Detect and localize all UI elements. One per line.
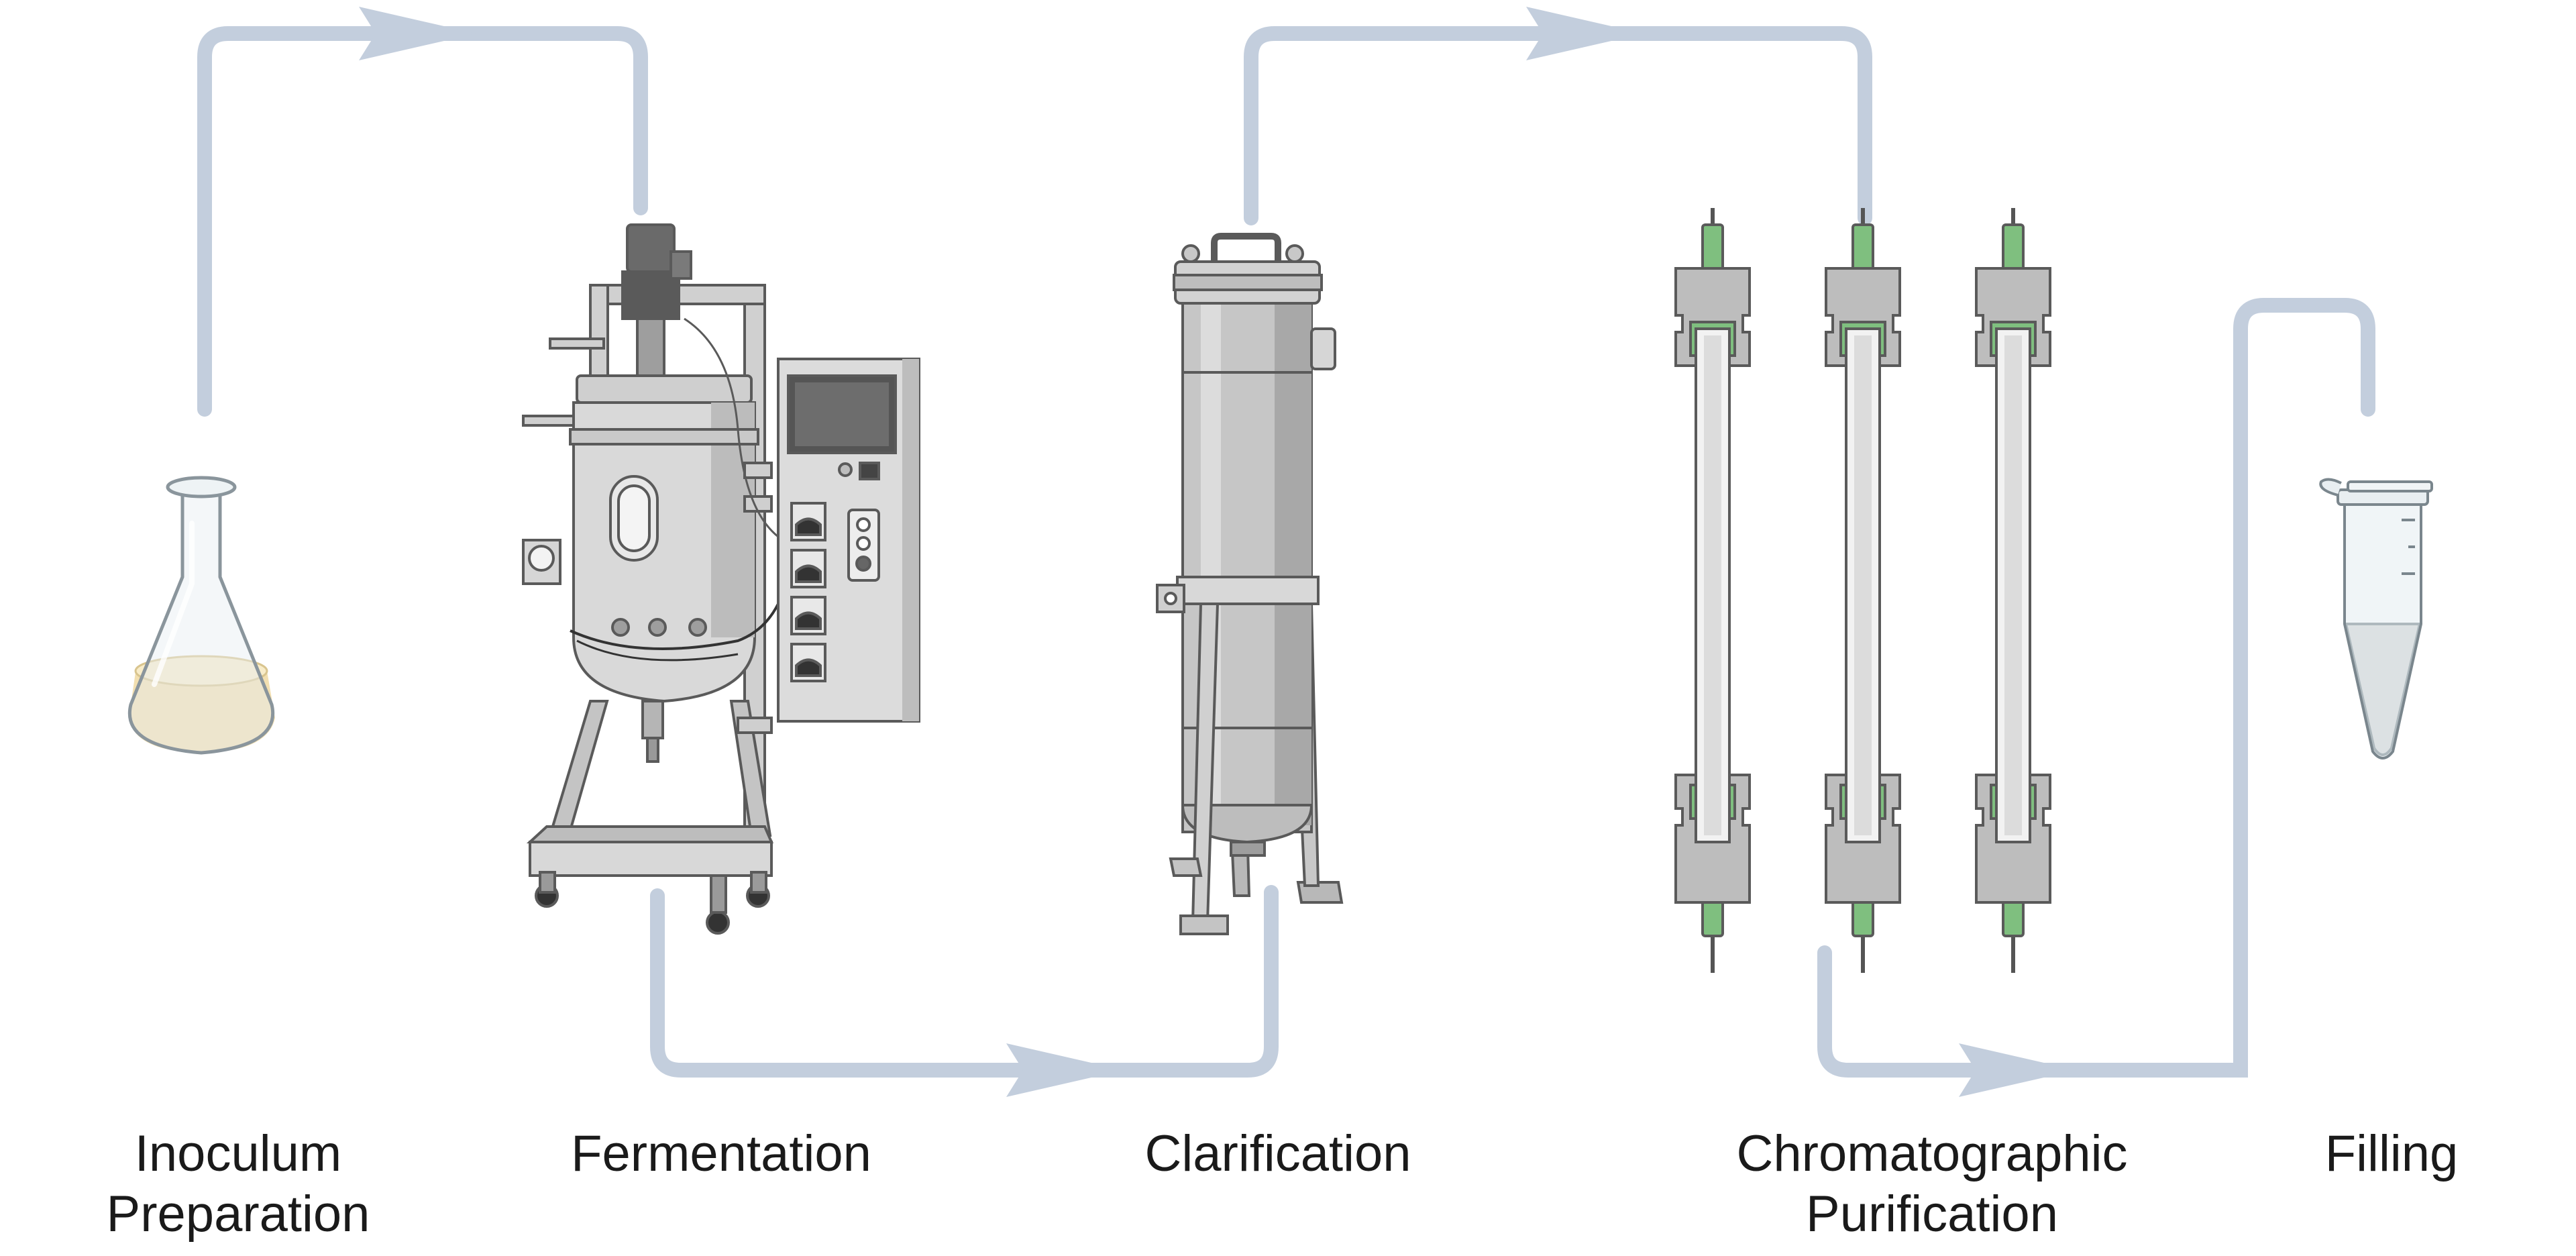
reactor-pump-rotor (795, 611, 822, 630)
filter-bracket (1156, 584, 1185, 613)
reactor-wheel-mount (539, 871, 556, 894)
flask-liquid (129, 662, 275, 753)
column-packing (1854, 335, 1872, 835)
reactor-leg-left (548, 700, 609, 837)
chromatography-column (1825, 208, 1901, 973)
filter-lid-clamp (1173, 274, 1323, 291)
reactor-cables (576, 639, 739, 662)
reactor-control-screen-glass (795, 382, 889, 446)
chromatography-column (1975, 208, 2051, 973)
stage-label-line: Purification (1806, 1186, 2058, 1243)
reactor-control-knob (838, 462, 853, 477)
filter-outlet (1310, 327, 1336, 370)
reactor-wheel-mount (710, 874, 727, 914)
reactor-motor-coupling (636, 317, 665, 377)
reactor-control-button (859, 462, 880, 480)
column-packing (1704, 335, 1721, 835)
flask-rim (166, 476, 237, 499)
arrow-head-2 (1006, 1043, 1124, 1097)
tube-cap (2347, 480, 2433, 492)
filter-leg-foot (1296, 881, 1344, 904)
chromatography-columns-icon (1674, 208, 2051, 973)
reactor-port (688, 618, 707, 637)
reactor-tray-inner (526, 825, 774, 843)
reactor-pipe (743, 495, 773, 513)
arrow-head-3 (1526, 7, 1644, 60)
arrow-path-4 (1817, 298, 2375, 1078)
reactor-leg-right (729, 700, 772, 837)
filter-drain (1230, 841, 1266, 857)
filter-handle (1211, 233, 1281, 262)
stage-label-line: Chromatographic (1736, 1125, 2128, 1182)
reactor-tubing (684, 317, 779, 538)
reactor-indicator (856, 536, 871, 551)
arrow-path-1 (197, 26, 648, 417)
filter-bracket-hole (1164, 592, 1177, 605)
arrow-head-1 (359, 7, 476, 60)
flask-liquid-surface (134, 655, 268, 687)
stage-label-line: Inoculum (134, 1125, 342, 1182)
reactor-tray (529, 841, 773, 877)
reactor-pump-heads (790, 502, 826, 682)
tube-body (2343, 499, 2422, 760)
reactor-gauge-dial (528, 545, 555, 572)
stage-label-line: Preparation (106, 1186, 370, 1243)
arrow-head-4 (1959, 1043, 2076, 1097)
reactor-wheel-mount (750, 871, 767, 894)
reactor-band (569, 428, 759, 446)
reactor-sight-glass-inner (617, 484, 651, 552)
reactor-motor-box (669, 250, 692, 280)
filter-bolt (1181, 244, 1200, 263)
arrow-heads (359, 7, 2076, 1097)
filter-leg-foot (1169, 857, 1203, 877)
stage-label-inoculum: Inoculum Preparation (40, 1124, 436, 1245)
reactor-pipe (743, 462, 773, 479)
flask-shine (152, 521, 195, 687)
arrow-path-3 (1244, 26, 1872, 225)
reactor-motor (626, 223, 676, 273)
column-packing (2004, 335, 2022, 835)
tube-cap-hinge (2319, 478, 2342, 496)
reactor-pipe (549, 337, 605, 350)
reactor-port (648, 618, 667, 637)
reactor-drain-outlet (646, 737, 659, 763)
stage-label-filling: Filling (2194, 1124, 2576, 1184)
stage-label-fermentation: Fermentation (523, 1124, 919, 1184)
filter-clamp-band (1176, 576, 1320, 605)
reactor-pipe (522, 415, 575, 427)
arrow-path-2 (650, 885, 1279, 1078)
stage-label-chromatography: Chromatographic Purification (1670, 1124, 2194, 1245)
reactor-port (611, 618, 630, 637)
reactor-pipe (737, 717, 773, 734)
stage-label-line: Filling (2324, 1125, 2459, 1182)
reactor-wheel (706, 910, 730, 935)
bioreactor-icon (522, 223, 920, 935)
reactor-indicator (856, 517, 871, 532)
reactor-pump-rotor (795, 564, 822, 583)
stage-label-line: Fermentation (571, 1125, 871, 1182)
reactor-cables (570, 603, 780, 650)
filter-leg-foot (1179, 914, 1229, 935)
reactor-indicator (855, 556, 871, 572)
reactor-drain-valve (641, 700, 664, 739)
filter-housing-icon (1156, 233, 1344, 935)
filter-bolt (1285, 244, 1304, 263)
flask-glass (127, 488, 275, 755)
microcentrifuge-tube-icon (2319, 478, 2433, 760)
erlenmeyer-flask-icon (127, 476, 275, 755)
reactor-pump-rotor (795, 658, 822, 677)
stage-label-line: Clarification (1144, 1125, 1411, 1182)
filter-body-shade (1275, 295, 1311, 825)
stage-label-clarification: Clarification (1080, 1124, 1476, 1184)
reactor-lid (576, 374, 753, 404)
reactor-control-cabinet-side (902, 359, 919, 721)
chromatography-column (1674, 208, 1751, 973)
reactor-pump-rotor (795, 517, 822, 536)
